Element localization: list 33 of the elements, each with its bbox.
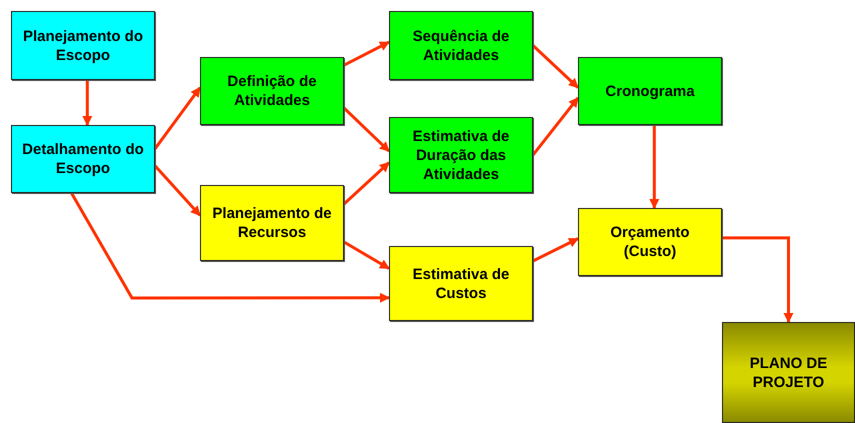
- arrow: [82, 80, 92, 126]
- arrow: [343, 240, 390, 270]
- arrow: [342, 106, 390, 152]
- arrow: [722, 236, 794, 323]
- arrow: [70, 192, 390, 303]
- box-label: Estimativa de Duração das Atividades: [412, 126, 510, 184]
- process-box: [389, 117, 533, 193]
- arrow: [649, 125, 660, 209]
- box-label: Detalhamento do Escopo: [21, 140, 145, 178]
- process-box: [389, 246, 533, 321]
- arrow: [154, 86, 202, 150]
- box-label: Planejamento do Escopo: [22, 26, 144, 64]
- process-box: [11, 11, 155, 80]
- box-label: Definição de Atividades: [226, 72, 318, 110]
- box-label: Orçamento (Custo): [609, 223, 691, 261]
- plan-box: [722, 322, 855, 423]
- box-label: Planejamento de Recursos: [211, 204, 333, 242]
- process-box: [389, 11, 533, 80]
- arrow: [532, 44, 580, 89]
- arrow: [342, 162, 390, 206]
- box-label: Sequência de Atividades: [412, 26, 510, 64]
- process-box: [578, 208, 722, 276]
- arrow: [532, 237, 579, 262]
- process-box: [11, 125, 155, 193]
- process-box: [200, 185, 344, 261]
- process-box: [578, 57, 722, 125]
- box-label: Cronograma: [604, 82, 696, 100]
- arrow: [154, 164, 202, 216]
- process-box: [200, 57, 344, 125]
- box-label: PLANO DE PROJETO: [748, 354, 828, 392]
- arrow: [532, 96, 580, 156]
- arrow: [343, 40, 390, 66]
- box-label: Estimativa de Custos: [412, 264, 510, 302]
